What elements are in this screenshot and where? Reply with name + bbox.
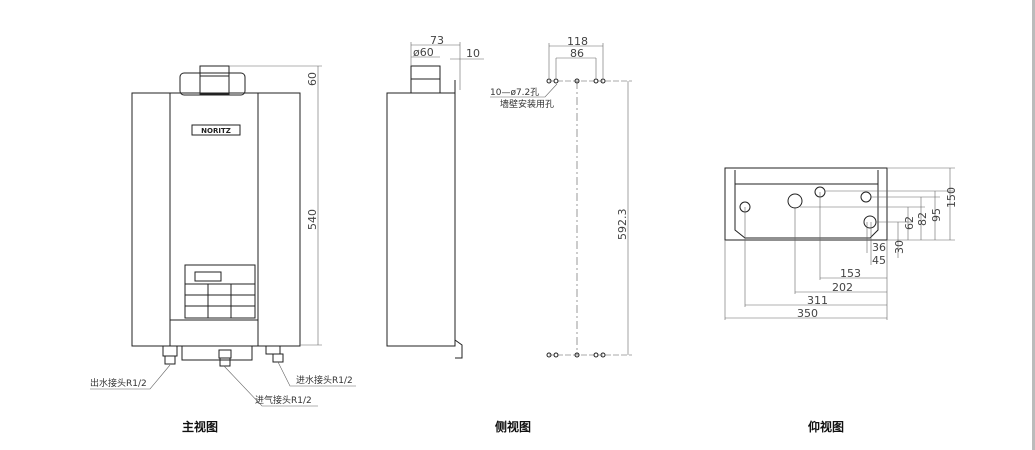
dimension-label: 150 bbox=[945, 187, 958, 208]
outlet-label: 出水接头R1/2 bbox=[90, 377, 147, 389]
dimension-label: 82 bbox=[916, 212, 929, 226]
dimension-label: 350 bbox=[797, 307, 818, 320]
dimension-label: 95 bbox=[930, 208, 943, 222]
dimension-label: 73 bbox=[430, 34, 444, 47]
bottom-fittings bbox=[162, 345, 284, 367]
dimension-label: 10 bbox=[466, 47, 480, 60]
noritz-logo: NORITZ bbox=[191, 124, 241, 136]
dimension-label: 墙壁安装用孔 bbox=[500, 98, 554, 110]
dimension-label: 540 bbox=[306, 209, 319, 230]
dimension-label: 153 bbox=[840, 267, 861, 280]
dimension-label: 30 bbox=[893, 240, 906, 254]
dimension-label: ø60 bbox=[413, 46, 434, 59]
front-view: NORITZ 60 540 出水接头R1/2 进气接头R1/2 进水接头R1/2… bbox=[90, 65, 356, 434]
dimension-label: 36 bbox=[872, 241, 886, 254]
dimension-label: 86 bbox=[570, 47, 584, 60]
bottom-view: 150 95 82 62 30 36 45 153 202 311 350 仰视… bbox=[724, 167, 958, 434]
dimension-label: 62 bbox=[903, 216, 916, 230]
side-view-caption: 侧视图 bbox=[495, 419, 531, 434]
front-view-caption: 主视图 bbox=[182, 419, 218, 434]
dimension-label: 311 bbox=[807, 294, 828, 307]
mounting-holes: 118 86 592.3 10—ø7.2孔 墙壁安装用孔 bbox=[490, 35, 632, 358]
dimension-label: 10—ø7.2孔 bbox=[490, 87, 539, 98]
gas-label: 进气接头R1/2 bbox=[255, 394, 312, 406]
dimension-label: 118 bbox=[567, 35, 588, 48]
dimension-label: 60 bbox=[306, 72, 319, 86]
dimension-label: NORITZ bbox=[201, 127, 231, 135]
inlet-label: 进水接头R1/2 bbox=[296, 374, 353, 386]
bottom-view-caption: 仰视图 bbox=[808, 419, 844, 434]
side-view: 73 ø60 10 侧视图 bbox=[386, 34, 531, 434]
dimension-label: 202 bbox=[832, 281, 853, 294]
control-panel bbox=[184, 264, 256, 319]
dimension-label: 45 bbox=[872, 254, 886, 267]
dimension-label: 592.3 bbox=[616, 209, 629, 241]
scrollbar[interactable] bbox=[1032, 0, 1035, 450]
